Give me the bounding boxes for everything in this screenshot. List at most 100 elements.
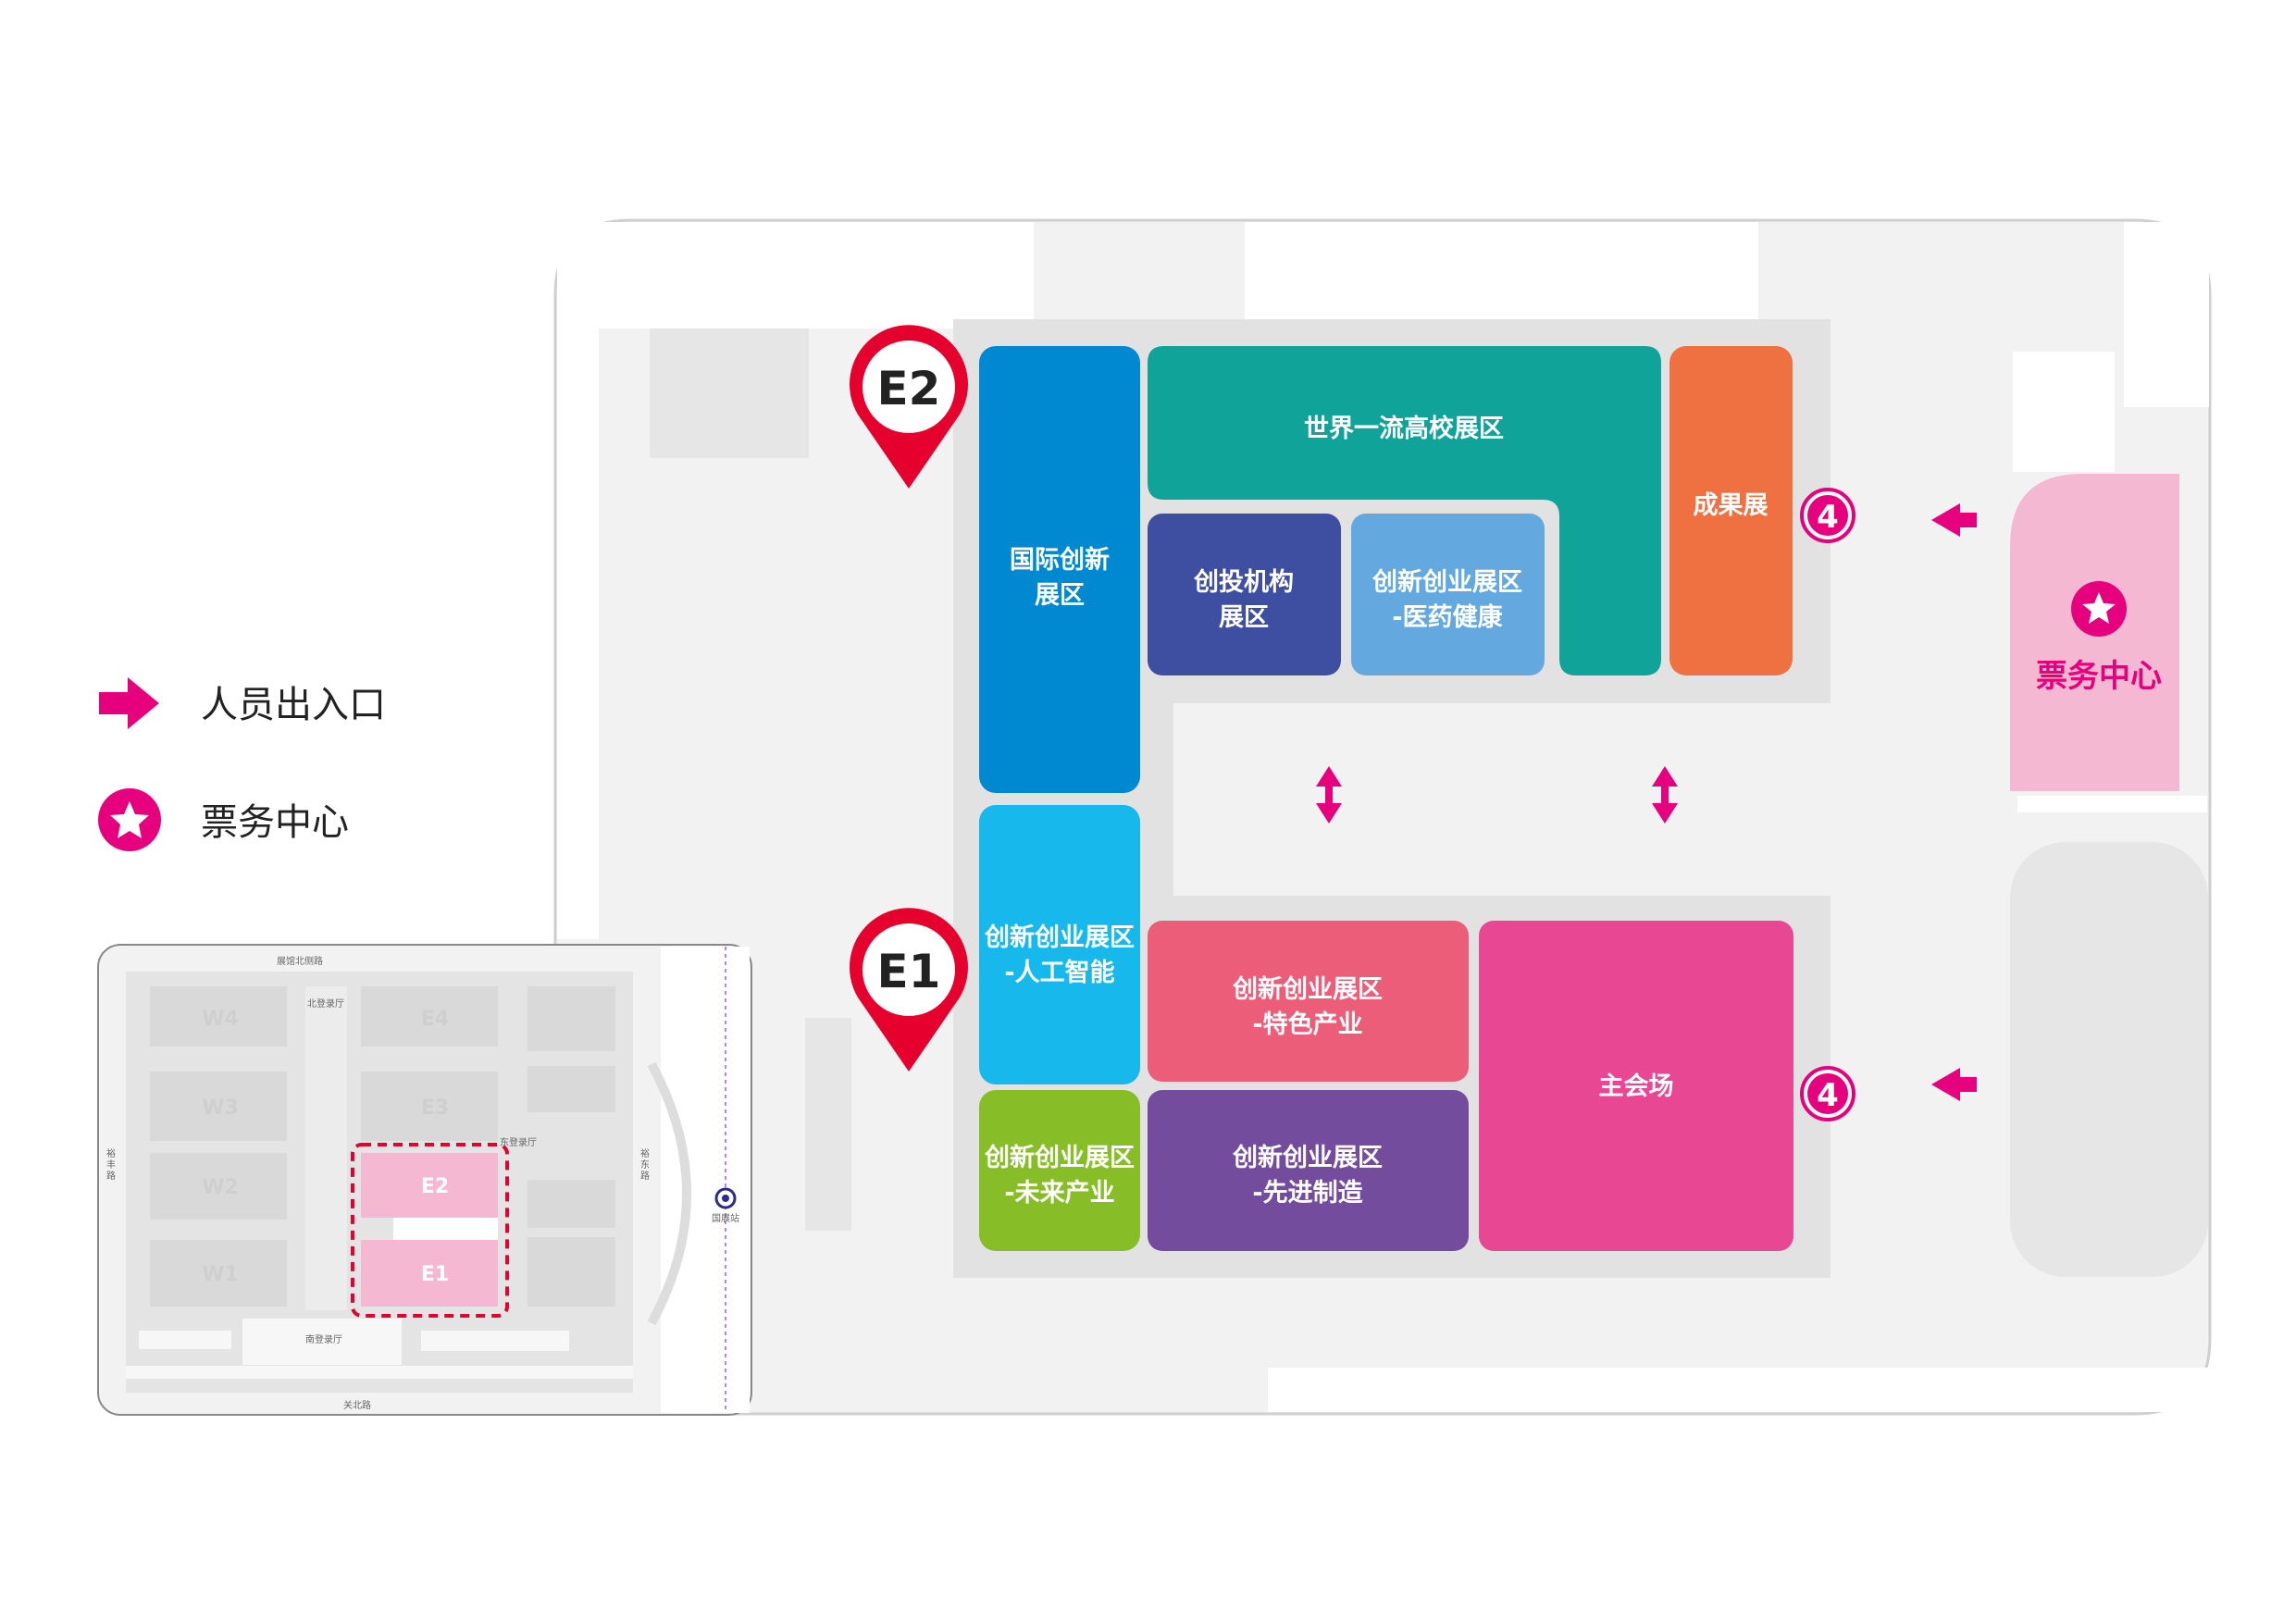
building-block [2013,352,2115,472]
minimap-station-label: 国展站 [712,1212,739,1224]
zone-vc[interactable] [1148,514,1341,675]
minimap-block [527,1180,615,1228]
star-icon [110,801,149,838]
pin-e2[interactable]: E2 [849,325,968,489]
legend: 人员出入口 票务中心 [98,677,386,851]
minimap-label-w4: W4 [202,1008,239,1031]
metro-station-dot [722,1195,729,1202]
zone-world-label: 世界一流高校展区 [1304,414,1504,443]
minimap-hall-w4 [150,986,287,1047]
minimap-label-e3: E3 [421,1096,449,1120]
entrance-arrow-icon [1931,503,1977,537]
building-block [2010,842,2208,1277]
main-map: 国际创新 展区 世界一流高校展区 成果展 创投机构 展区 创新创业展区 -医药健… [553,218,2212,1416]
minimap-block [527,1066,615,1112]
minimap-label-e1: E1 [421,1263,449,1286]
minimap-road-left-1: 裕 [106,1147,116,1159]
ticket-center-label: 票务中心 [2036,658,2162,695]
zone-advanced-label-1: 创新创业展区 [1232,1143,1383,1172]
minimap-block [527,1237,615,1307]
ticket-center[interactable]: 票务中心 [2010,474,2179,791]
legend-entrance-label: 人员出入口 [201,684,386,726]
zone-pharma[interactable] [1351,514,1545,675]
zone-pharma-label-2: -医药健康 [1392,602,1503,632]
zone-future[interactable] [979,1090,1140,1251]
zone-future-label-2: -未来产业 [1004,1179,1114,1208]
minimap-hall-w1 [150,1240,287,1307]
entrance-number: 4 [1817,499,1839,536]
minimap-strip [139,1331,231,1349]
zone-advanced[interactable] [1148,1090,1469,1251]
pin-e1-label: E1 [877,945,941,998]
zone-ai[interactable] [979,805,1140,1084]
minimap-label-w2: W2 [202,1176,239,1199]
minimap-hall-e3 [361,1072,498,1141]
entrance-arrow-icon [99,677,159,729]
minimap-road-left-3: 路 [106,1170,116,1182]
minimap-label-e2: E2 [421,1175,449,1198]
map-blank-area [1245,222,1758,319]
minimap-road-left-2: 丰 [106,1158,116,1171]
building-block [2017,796,2207,812]
minimap-hall-e4 [361,986,498,1047]
minimap-strip [126,1366,633,1379]
minimap-road-bottom: 关北路 [343,1399,371,1411]
legend-ticket-label: 票务中心 [201,801,349,844]
map-blank-area [1268,1368,2208,1412]
map-blank-area [557,222,1034,328]
minimap-arc [647,1061,691,1326]
minimap-hall-e2 [361,1153,498,1218]
minimap-road-top: 展馆北侧路 [277,955,323,967]
minimap-corridor [305,986,347,1310]
minimap-block [527,986,615,1051]
minimap-south-hall [242,1319,402,1365]
star-icon [2082,592,2116,624]
map-blank-area [557,328,599,939]
minimap-road-right-1: 裕 [640,1147,650,1159]
zone-vc-label-1: 创投机构 [1193,568,1294,597]
minimap-south-hall-label: 南登录厅 [305,1333,342,1345]
minimap-road-right-2: 东 [640,1158,650,1171]
minimap-hall-w3 [150,1072,287,1141]
zone-ai-label-1: 创新创业展区 [984,923,1135,952]
zone-results[interactable] [1669,346,1793,675]
entrance-number: 4 [1817,1077,1839,1114]
zone-main-venue[interactable] [1479,921,1793,1251]
zone-ai-label-2: -人工智能 [1004,958,1114,987]
zone-world-universities[interactable] [1148,346,1661,675]
passage-arrow-icon [1316,766,1678,824]
entrance-marker-lower[interactable]: 4 [1800,1066,1855,1121]
zone-feature-label-2: -特色产业 [1252,1010,1362,1039]
entrance-marker-upper[interactable]: 4 [1800,488,1855,543]
zone-feature-label-1: 创新创业展区 [1232,974,1383,1004]
zone-vc-label-2: 展区 [1219,603,1269,632]
zone-feature[interactable] [1148,921,1469,1082]
zone-advanced-label-2: -先进制造 [1252,1179,1362,1208]
minimap-label-w1: W1 [202,1263,239,1286]
minimap-road-right-3: 路 [640,1170,650,1182]
minimap-strip [421,1331,569,1351]
zone-results-label: 成果展 [1694,491,1769,520]
zone-intl-label-2: 展区 [1035,581,1085,610]
zone-main-label: 主会场 [1599,1072,1674,1101]
building-block [805,1018,851,1231]
minimap-north-hall: 北登录厅 [307,997,344,1010]
minimap-label-w3: W3 [202,1096,239,1120]
minimap: W4 W3 W2 W1 E4 E3 E2 E1 展馆北侧路 关北路 [97,944,752,1416]
pin-e1[interactable]: E1 [850,908,968,1072]
minimap-hall-gap [393,1218,498,1240]
zone-intl-label-1: 国际创新 [1010,545,1110,575]
map-blank-area [2124,222,2209,407]
minimap-hall-w2 [150,1153,287,1220]
zone-pharma-label-1: 创新创业展区 [1371,567,1522,597]
pin-e2-label: E2 [877,362,941,415]
zone-future-label-1: 创新创业展区 [984,1143,1135,1172]
minimap-label-e4: E4 [421,1008,449,1031]
minimap-east-hall: 东登录厅 [500,1136,537,1148]
building-block [650,328,809,458]
minimap-hall-e1 [361,1240,498,1307]
zone-intl-innovation[interactable] [979,346,1140,793]
entrance-arrow-icon [1931,1068,1977,1101]
minimap-road-area [661,947,750,1413]
